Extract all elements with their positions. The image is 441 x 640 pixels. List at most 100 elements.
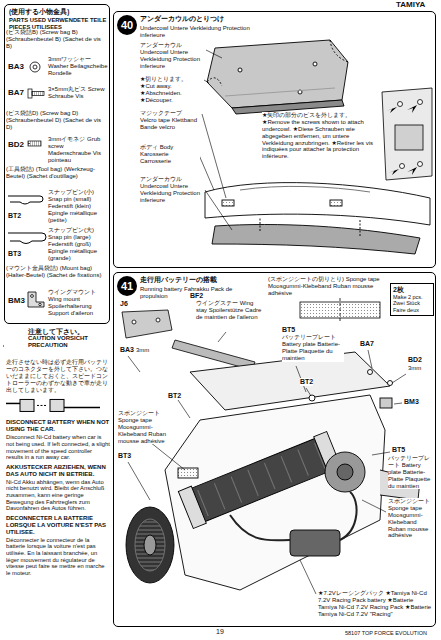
step-title: (使用する小物金具) [9,8,69,15]
part-code: BT5 [392,446,405,454]
part-code: DECONNECTER LA BATTERIE LORSQUE LA VOITU… [6,515,110,536]
snap-pin-icon [8,196,46,244]
part-label: ボディ Body Karosserie Carrosserie [140,144,200,165]
step-title: 走行用バッテリーの搭載 [140,276,217,284]
battery-connector [20,399,34,411]
part-code: BA3 [8,62,24,71]
part-label: アンダーカウル Undercowl Untere Verkleidung Pro… [140,42,204,70]
part-label: アンダーカウル Undercowl Untere Verkleidung Pro… [140,176,202,204]
part-code: BM3 [404,398,419,406]
chassis [337,464,353,480]
wing-mount-icon [31,295,34,298]
part-label: ウイングマウント Wing mount Spoilerhalterung Sup… [48,289,108,317]
snap-pin-icon [8,233,46,244]
part-label: 58107 TOP FORCE EVOLUTION [345,630,427,636]
part-label: Déconnecter le connecteur de la batterie… [6,537,110,577]
chassis [368,370,373,375]
leader-line [128,332,406,594]
step-subtitle: Undercowl Untere Verkleidung Protection … [140,25,250,39]
chassis [388,381,393,386]
step-panel: 走行用バッテリーの搭載Running battery Fahrakku Pack… [113,272,436,627]
sponge-sheet [340,298,341,322]
wing-mount-icon [28,292,44,307]
screw-icon [28,89,44,98]
leader-line [368,350,372,368]
caution-box: 注意して下さい。CAUTION VORSICHT PRECAUTION [4,328,110,356]
part-label: 3×5mm丸ビス Screw Schraube Vis [48,86,108,100]
part-label: ウイングステー Wing stay Spoilerstütze Cadre de… [196,300,264,321]
chassis-plate [398,102,403,107]
chassis-plate [418,100,423,105]
leader-line [362,500,386,512]
part-code: BT2 [8,212,21,220]
chassis [126,352,420,590]
undercowl-part [207,40,348,114]
part-label: 3mm [408,365,421,372]
undercowl-part [207,78,222,86]
chassis [309,395,315,401]
step-number: 41 [117,276,137,296]
car-body [240,186,370,192]
screw-arrow [388,169,399,175]
part-label: 3mmイモネジ Grub screw Madenschraube Vis poi… [48,136,108,164]
part-label: 19 [216,628,224,636]
part-label: (ビス袋詰D) (Screw bag D) (Schraubenbeutel D… [6,110,108,131]
leader-line [150,442,185,470]
part-label: スナップピン(小) Snap pin (small) Federstift (k… [48,189,108,223]
chassis-plate [382,88,432,180]
step-title: 41 [121,280,133,293]
screw-arrow [386,107,397,113]
chassis-plate [400,164,405,169]
screw-arrow [386,105,417,175]
part-label: (マウント金具袋詰) (Mount bag) (Halter-Beutel) (… [6,265,108,279]
part-code: J6 [120,300,128,308]
battery-connector [64,407,100,409]
grub-screw-icon [28,141,41,146]
leader-line [204,80,209,83]
leader-line [128,462,150,500]
screw-icon [32,92,44,96]
chassis [144,535,156,555]
car-body [205,183,430,254]
part-code: BA7 [8,88,24,97]
part-code: BT2 [168,392,181,400]
leader-line [394,403,402,404]
car-body [205,183,430,225]
part-label: バッテリープレート Battery plate Batterie-Platte … [282,334,344,362]
step-title: 注意して下さい。 [28,328,110,335]
chassis [340,492,357,540]
washer-icon [33,65,37,69]
step-title: 40 [121,19,133,32]
grub-screw-icon [28,143,30,144]
step-subtitle: Make 2 pcs. Zwei Stück Faire deux [393,294,431,313]
note-box: 2枚Make 2 pcs. Zwei Stück Faire deux [390,283,434,316]
grub-screw-icon [28,141,41,146]
chassis [230,515,290,540]
part-label: (スポンジシートの切りとり) Sponge tape Moosgummi-Kle… [268,276,386,297]
car-body [360,220,361,236]
wing-mount-icon [28,292,44,307]
undercowl-part [238,68,242,72]
leader-line [392,374,406,383]
part-label: スポンジシート Sponge tape Moosgummi-Klebeband … [118,410,178,444]
part-code: BD2 [408,356,422,364]
step-number: 40 [117,15,137,35]
part-code: BT5 [282,326,295,334]
step-subtitle: CAUTION VORSICHT PRECAUTION [28,335,110,349]
chassis [184,435,337,525]
leader-line [205,190,232,230]
chassis [190,441,330,519]
part-label: ★矢印の部分のビスを外します。 ★Remove the screws shown… [262,112,374,160]
car-body [222,200,234,206]
snap-pin-icon [8,196,43,204]
leader-line [218,332,226,342]
leader-line [206,50,222,58]
chassis [135,519,165,571]
screw-icon [28,89,32,98]
chassis [178,468,198,478]
washer-icon [30,62,40,72]
part-code: BM3 [8,296,25,305]
leader-line [128,356,140,372]
part-label: スポンジシート Sponge tape Moosgummi-Klebeband … [388,498,434,539]
part-code: AKKUSTECKER ABZIEHEN, WENN DAS AUTO NICH… [6,464,110,478]
